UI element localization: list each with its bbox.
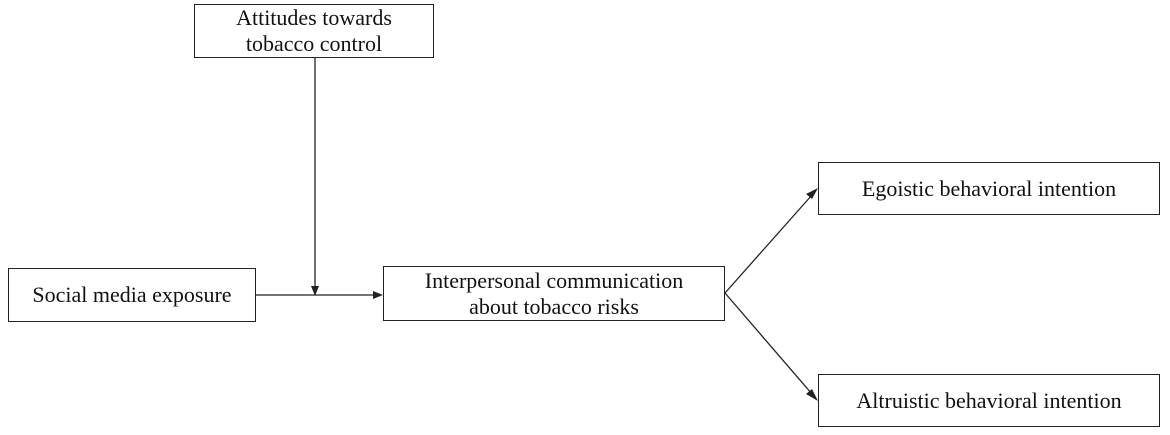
node-attitudes-towards-tobacco-control: Attitudes towards tobacco control bbox=[194, 4, 434, 58]
node-altruistic-behavioral-intention: Altruistic behavioral intention bbox=[818, 374, 1160, 427]
node-attitudes-label: Attitudes towards tobacco control bbox=[236, 5, 392, 56]
node-social-media-label: Social media exposure bbox=[32, 282, 232, 307]
node-social-media-exposure: Social media exposure bbox=[8, 268, 256, 322]
node-altruistic-label: Altruistic behavioral intention bbox=[856, 387, 1122, 413]
arrow-interpersonal-to-egoistic bbox=[724, 188, 818, 294]
arrow-interpersonal-to-altruistic bbox=[724, 292, 818, 401]
node-egoistic-label: Egoistic behavioral intention bbox=[861, 175, 1117, 201]
arrow-social-to-interpersonal bbox=[256, 291, 383, 299]
node-interpersonal-communication: Interpersonal communication about tobacc… bbox=[383, 266, 725, 321]
node-egoistic-behavioral-intention: Egoistic behavioral intention bbox=[818, 162, 1160, 215]
node-interpersonal-label: Interpersonal communication about tobacc… bbox=[424, 267, 684, 319]
arrow-attitudes-moderation bbox=[311, 58, 319, 296]
